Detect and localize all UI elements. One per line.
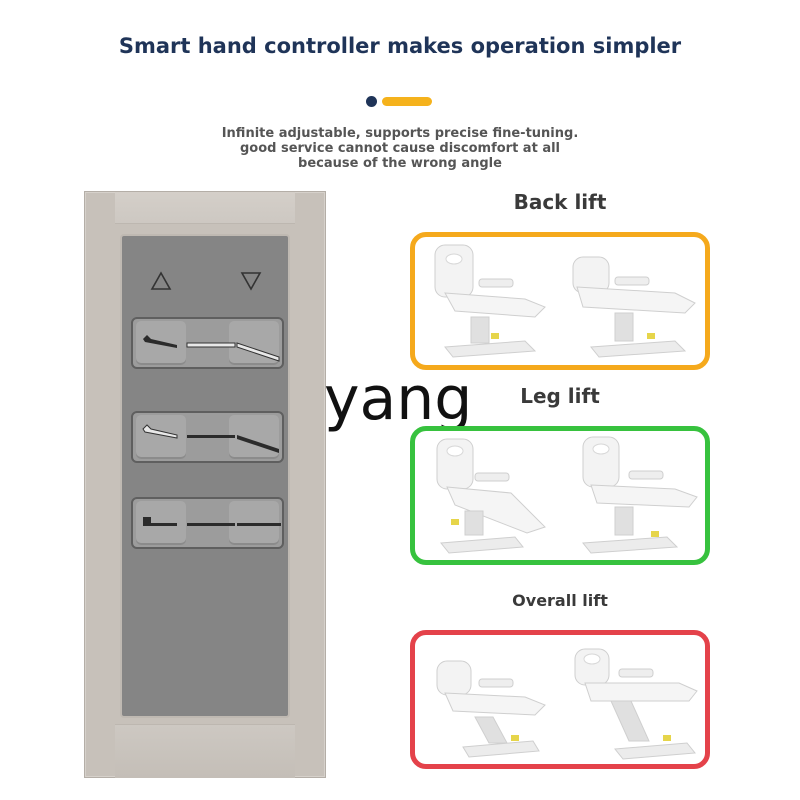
page-title: Smart hand controller makes operation si… xyxy=(118,34,682,58)
overall-lift-chairs-image xyxy=(436,648,698,760)
description-line: good service cannot cause discomfort at … xyxy=(239,141,561,156)
chair-icon xyxy=(574,648,698,760)
leg-lift-frame xyxy=(410,426,710,565)
controller-panel xyxy=(120,234,290,718)
back-lift-label: Back lift xyxy=(513,190,607,214)
leg-lift-up-button[interactable] xyxy=(136,415,186,459)
controller-top xyxy=(115,192,295,224)
overall-lift-label: Overall lift xyxy=(512,591,608,610)
overall-lift-frame xyxy=(410,630,710,769)
yellow-bar-icon xyxy=(382,97,432,106)
chair-icon xyxy=(436,438,546,554)
watermark-text: yang xyxy=(324,364,473,434)
description-line: because of the wrong angle xyxy=(298,156,502,171)
triangle-up-icon xyxy=(150,271,172,290)
decorative-dots xyxy=(366,96,436,108)
back-lift-frame xyxy=(410,232,710,370)
leg-lift-label: Leg lift xyxy=(520,384,600,408)
leg-lift-control xyxy=(131,411,284,463)
description-line: Infinite adjustable, supports precise fi… xyxy=(221,126,579,141)
navy-dot-icon xyxy=(366,96,377,107)
leg-lift-icon xyxy=(142,424,279,453)
controller-bottom xyxy=(115,724,295,778)
leg-lift-chairs-image xyxy=(436,436,698,554)
back-lift-icon xyxy=(143,335,280,362)
chair-icon xyxy=(572,256,696,358)
overall-lift-icon xyxy=(143,517,281,526)
triangle-down-icon xyxy=(240,272,262,291)
overall-lift-control xyxy=(131,497,284,549)
chair-icon xyxy=(436,660,546,758)
chair-icon xyxy=(582,436,698,554)
description: Infinite adjustable, supports precise fi… xyxy=(200,126,600,171)
chair-icon xyxy=(434,244,546,358)
back-lift-chairs-image xyxy=(434,244,696,358)
hand-controller xyxy=(84,191,326,778)
back-lift-control xyxy=(131,317,284,369)
